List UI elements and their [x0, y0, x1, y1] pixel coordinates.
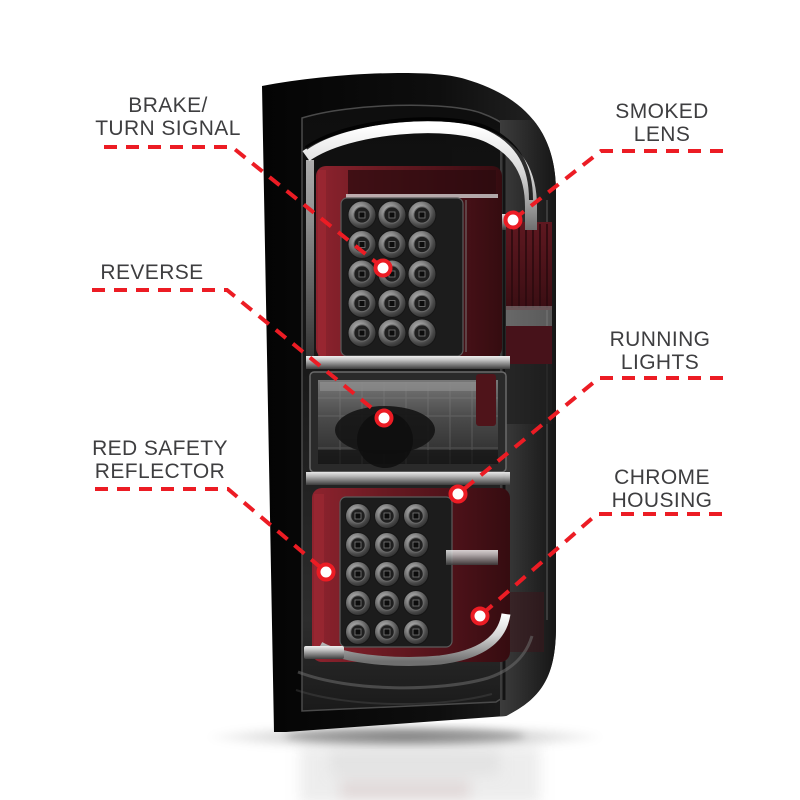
dot-brake-turn-signal [373, 258, 393, 278]
callout-line: RUNNING [609, 328, 711, 351]
reflection [300, 746, 540, 800]
callout-line: RED SAFETY [92, 437, 228, 460]
bottom-lens-curves [295, 635, 534, 706]
dot-reverse [374, 408, 394, 428]
dot-chrome-housing [470, 606, 490, 626]
callout-line: CHROME [614, 466, 710, 489]
brake-turn-signal-section [306, 160, 510, 369]
callout-line: TURN SIGNAL [95, 117, 241, 140]
side-red-lens [506, 222, 552, 310]
dot-smoked-lens [503, 210, 523, 230]
chrome-bezel-top [302, 117, 537, 230]
callout-line: LIGHTS [620, 351, 700, 374]
leader-red-safety-reflector [95, 487, 328, 574]
chrome-band-upper [306, 356, 510, 369]
chrome-tab [446, 550, 498, 565]
leader-running-lights [456, 376, 723, 496]
leader-chrome-housing [478, 512, 722, 618]
tail-light-lens-assembly [295, 104, 556, 732]
dot-red-safety-reflector [316, 562, 336, 582]
running-led-array [345, 503, 429, 645]
dot-running-lights [448, 484, 468, 504]
callout-dots [316, 210, 523, 626]
callout-line: REVERSE [100, 261, 204, 284]
callout-line: HOUSING [611, 489, 713, 512]
chrome-band-lower [306, 472, 510, 485]
callout-label-red-safety-reflector: RED SAFETY REFLECTOR [40, 437, 280, 483]
chrome-tab-left [304, 646, 344, 659]
callout-line: BRAKE/ [128, 94, 208, 117]
callout-line: REFLECTOR [94, 460, 226, 483]
callout-label-running-lights: RUNNING LIGHTS [560, 328, 760, 374]
leader-smoked-lens [511, 149, 723, 222]
brake-led-array [347, 200, 437, 348]
callout-label-reverse: REVERSE [52, 261, 252, 284]
reverse-section [306, 371, 510, 485]
callout-label-chrome-housing: CHROME HOUSING [562, 466, 762, 512]
callout-label-brake-turn-signal: BRAKE/ TURN SIGNAL [48, 94, 288, 140]
leader-reverse [92, 288, 386, 420]
chrome-bezel-bottom [317, 613, 511, 666]
callout-line: SMOKED [615, 100, 709, 123]
leader-lines [92, 145, 723, 618]
callout-line: LENS [633, 123, 691, 146]
callout-label-smoked-lens: SMOKED LENS [562, 100, 762, 146]
